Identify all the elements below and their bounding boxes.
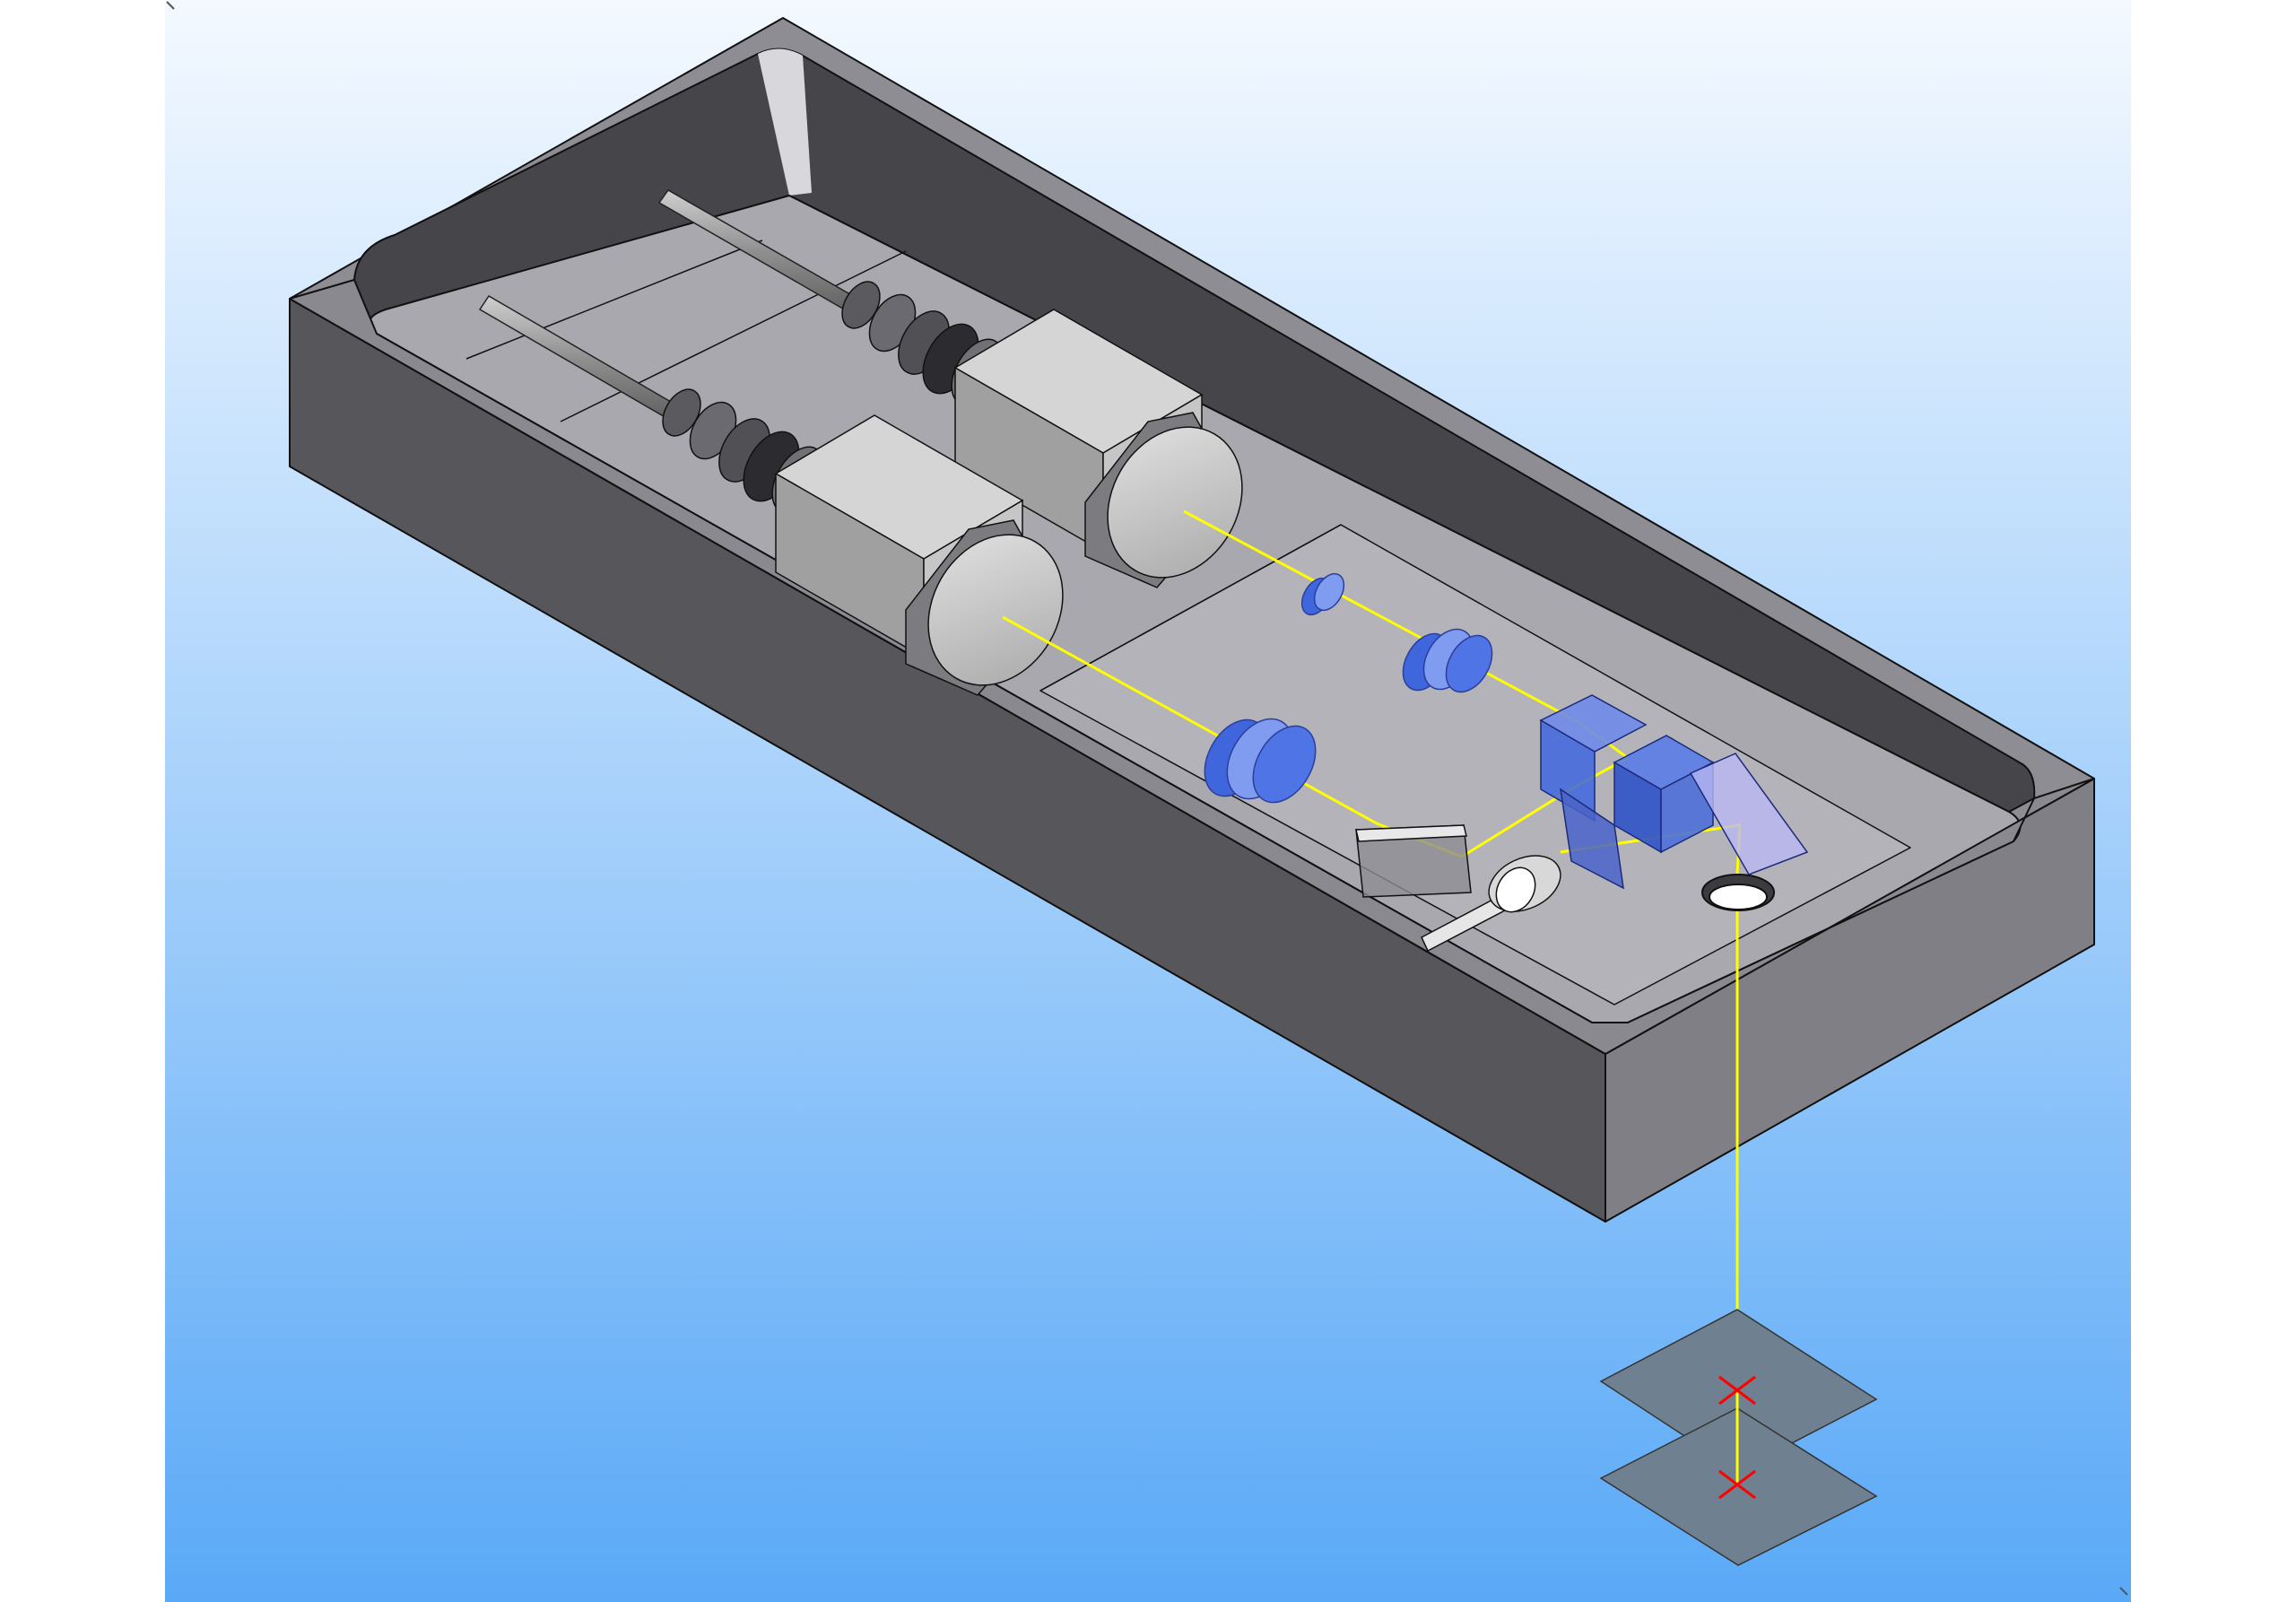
lens-group[interactable] bbox=[1192, 569, 1501, 814]
cross-mark-icon bbox=[1718, 1469, 1756, 1500]
beam-combiner[interactable] bbox=[1539, 694, 1809, 890]
detector-window[interactable] bbox=[1355, 824, 1472, 898]
floor-divider bbox=[560, 250, 907, 422]
lens-medium bbox=[1402, 628, 1493, 693]
cross-mark-icon bbox=[1718, 1375, 1756, 1406]
combiner-shadow-plate bbox=[1560, 788, 1624, 890]
output-aperture[interactable] bbox=[1701, 874, 1775, 911]
output-prism bbox=[1689, 753, 1809, 875]
module-cap-face bbox=[1107, 426, 1243, 579]
cavity-corner-highlight bbox=[758, 48, 812, 196]
objective-front bbox=[1495, 866, 1536, 913]
laser-module-upper[interactable] bbox=[953, 309, 1269, 602]
floor-divider bbox=[465, 239, 763, 360]
objective-lens[interactable] bbox=[1421, 845, 1570, 953]
module-cap-face bbox=[927, 534, 1064, 686]
floor-divider bbox=[1039, 524, 1342, 692]
lens-large bbox=[1204, 718, 1317, 804]
laser-module-lower[interactable] bbox=[774, 414, 1090, 710]
lens-small bbox=[1300, 572, 1345, 616]
corner-tick-icon bbox=[2119, 1587, 2128, 1596]
aperture-hole bbox=[1709, 884, 1768, 910]
cavity-front-wall bbox=[289, 279, 2095, 1055]
window-highlight bbox=[1355, 824, 1467, 842]
corner-tick-icon bbox=[166, 1, 175, 10]
